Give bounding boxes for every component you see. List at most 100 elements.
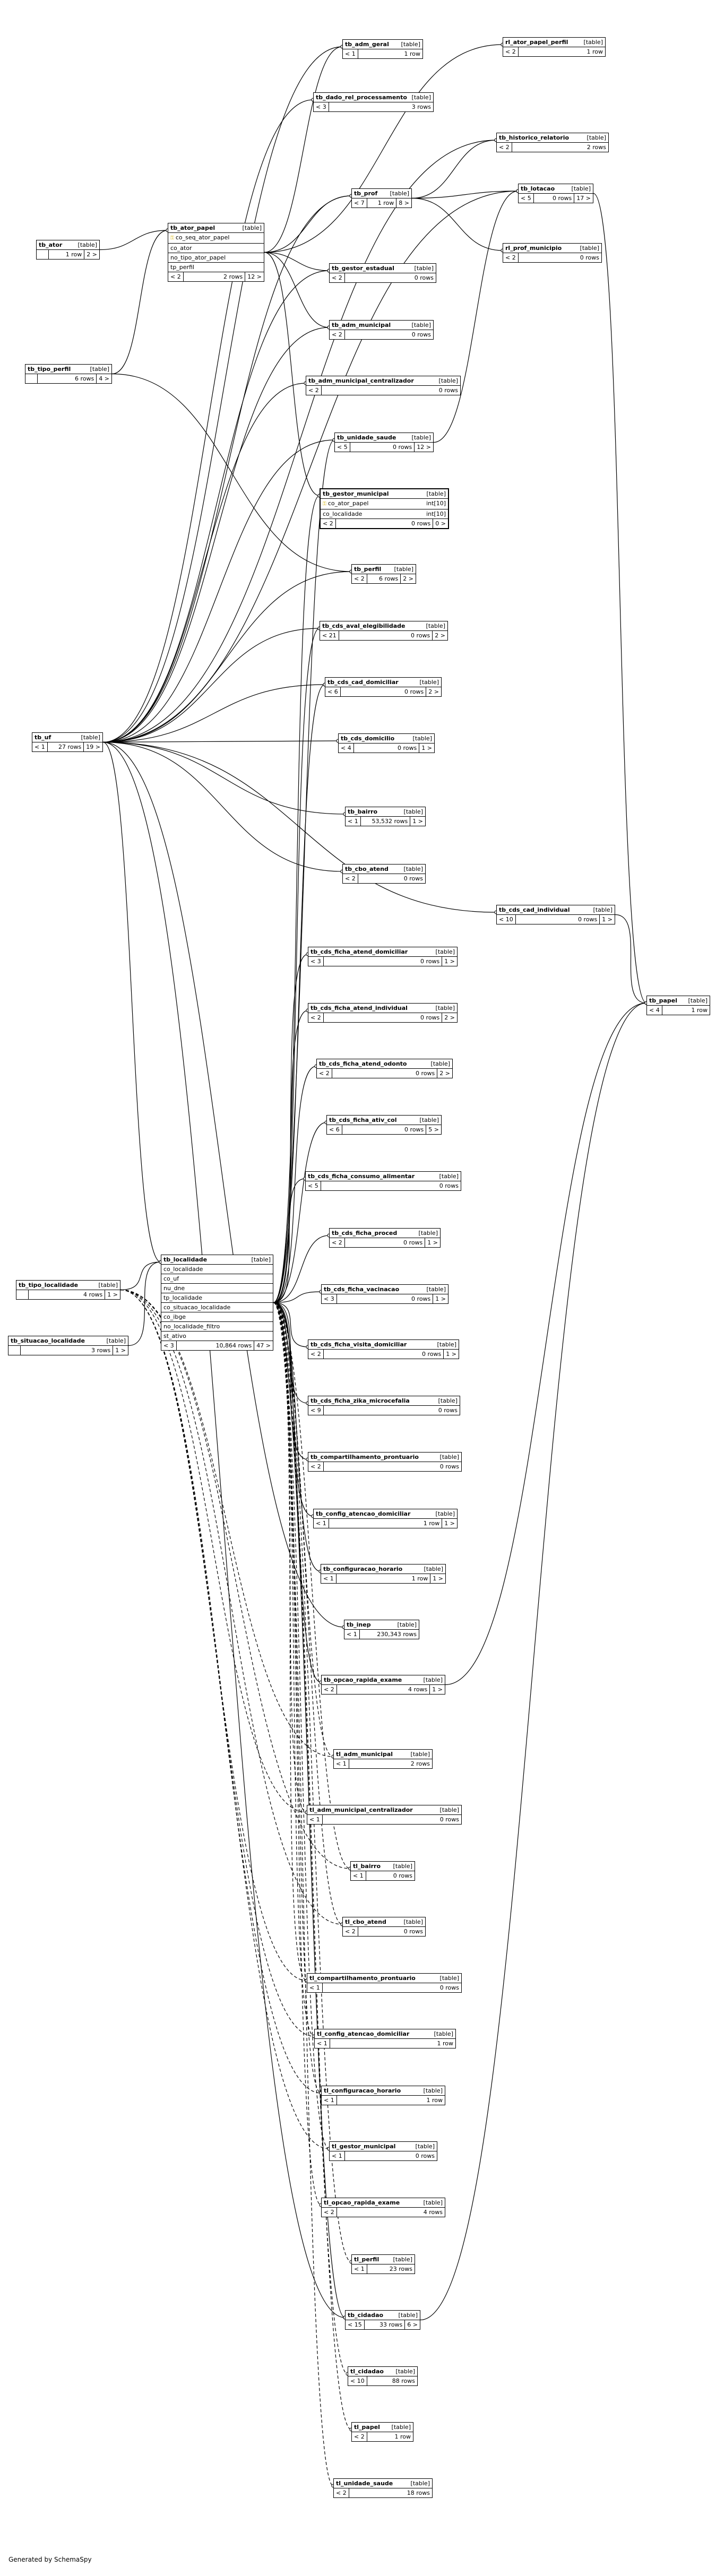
parents-count[interactable]: < 1 (32, 742, 48, 751)
parents-count[interactable]: < 3 (161, 1341, 177, 1350)
parents-count[interactable]: < 1 (344, 1630, 360, 1639)
table-column[interactable]: tp_localidade (161, 1293, 273, 1303)
children-count[interactable]: 2 > (87, 251, 97, 258)
children-count[interactable]: 1 > (435, 1295, 446, 1302)
parents-count[interactable]: < 2 (321, 519, 336, 528)
table-name[interactable]: tb_papel (649, 997, 678, 1004)
children-count[interactable]: 47 > (256, 1342, 271, 1349)
children-count[interactable]: 1 > (421, 745, 432, 751)
parents-count[interactable]: < 3 (308, 957, 324, 966)
table-name[interactable]: tb_localidade (163, 1256, 208, 1263)
parents-count[interactable]: < 3 (314, 102, 329, 111)
table-tb-cds-ficha-consumo-alimentar[interactable]: tb_cds_ficha_consumo_alimentar[table]< 5… (305, 1171, 461, 1191)
table-tb-adm-municipal-centralizador[interactable]: tb_adm_municipal_centralizador[table]< 2… (306, 376, 461, 395)
parents-count[interactable]: < 2 (308, 1462, 324, 1471)
table-name[interactable]: tb_perfil (354, 566, 382, 573)
children-count[interactable]: 1 > (444, 1520, 455, 1527)
children-count[interactable]: 0 > (435, 520, 446, 527)
table-tl-compartilhamento-prontuario[interactable]: tl_compartilhamento_prontuario[table]< 1… (307, 1973, 462, 1993)
table-name[interactable]: tb_tipo_localidade (19, 1282, 79, 1289)
table-name[interactable]: tl_papel (354, 2424, 380, 2431)
table-column[interactable]: no_localidade_filtro (161, 1322, 273, 1332)
parents-count[interactable]: < 4 (339, 744, 354, 753)
table-name[interactable]: tl_unidade_saude (336, 2480, 393, 2487)
parents-count[interactable]: < 1 (346, 817, 361, 826)
children-count[interactable]: 1 > (432, 1686, 443, 1693)
parents-count[interactable] (16, 1290, 29, 1299)
children-count[interactable]: 19 > (86, 744, 100, 750)
parents-count[interactable]: < 1 (352, 2264, 367, 2274)
parents-count[interactable]: < 1 (307, 1815, 323, 1824)
children-count[interactable]: 1 > (107, 1291, 118, 1298)
parents-count[interactable]: < 1 (321, 1574, 337, 1583)
table-name[interactable]: tb_compartilhamento_prontuario (310, 1454, 419, 1460)
parents-count[interactable]: < 2 (334, 2488, 349, 2497)
table-name[interactable]: tb_cds_ficha_visita_domiciliar (310, 1341, 407, 1348)
parents-count[interactable]: < 2 (352, 574, 367, 583)
table-name[interactable]: tl_cbo_atend (345, 1918, 386, 1925)
table-column[interactable]: ⚿co_seq_ator_papel (168, 233, 264, 244)
parents-count[interactable] (25, 374, 38, 383)
table-name[interactable]: tl_cidadao (350, 2368, 384, 2375)
table-name[interactable]: tb_cds_ficha_vacinacao (324, 1286, 400, 1293)
table-name[interactable]: tb_cds_ficha_atend_domiciliar (310, 948, 408, 955)
table-name[interactable]: tb_tipo_perfil (28, 366, 71, 373)
parents-count[interactable]: < 2 (308, 1013, 324, 1022)
table-name[interactable]: tb_cbo_atend (345, 866, 389, 872)
table-name[interactable]: tb_ator (39, 241, 63, 248)
table-name[interactable]: tb_gestor_estadual (332, 265, 394, 272)
table-name[interactable]: tb_opcao_rapida_exame (324, 1676, 402, 1683)
table-name[interactable]: tb_cds_domicilio (341, 735, 395, 742)
table-name[interactable]: tb_cds_ficha_atend_odonto (319, 1060, 407, 1067)
parents-count[interactable]: < 2 (168, 272, 184, 281)
parents-count[interactable]: < 1 (351, 1871, 366, 1880)
parents-count[interactable]: < 6 (325, 687, 341, 696)
table-name[interactable]: tb_adm_municipal_centralizador (308, 377, 414, 384)
table-name[interactable]: tb_situacao_localidade (11, 1337, 85, 1344)
children-count[interactable]: 1 > (427, 1239, 438, 1246)
children-count[interactable]: 1 > (115, 1347, 126, 1354)
children-count[interactable]: 5 > (428, 1126, 439, 1133)
table-name[interactable]: tl_config_atencao_domiciliar (317, 2030, 410, 2037)
parents-count[interactable]: < 2 (308, 1350, 324, 1359)
parents-count[interactable]: < 6 (327, 1125, 342, 1134)
table-name[interactable]: tb_configuracao_horario (323, 1566, 403, 1572)
parents-count[interactable]: < 1 (315, 2039, 330, 2048)
parents-count[interactable]: < 2 (343, 874, 358, 883)
table-name[interactable]: tb_cds_ficha_zika_microcefalia (310, 1397, 410, 1404)
table-column[interactable]: co_ator (168, 244, 264, 253)
table-name[interactable]: tl_adm_municipal (336, 1751, 393, 1758)
parents-count[interactable]: < 5 (306, 1181, 321, 1190)
children-count[interactable]: 8 > (399, 200, 409, 206)
table-name[interactable]: tl_compartilhamento_prontuario (309, 1975, 416, 1982)
table-name[interactable]: tb_dado_rel_processamento (316, 94, 407, 101)
table-name[interactable]: tl_bairro (353, 1863, 381, 1870)
parents-count[interactable]: < 2 (503, 253, 519, 262)
children-count[interactable]: 1 > (444, 958, 455, 965)
